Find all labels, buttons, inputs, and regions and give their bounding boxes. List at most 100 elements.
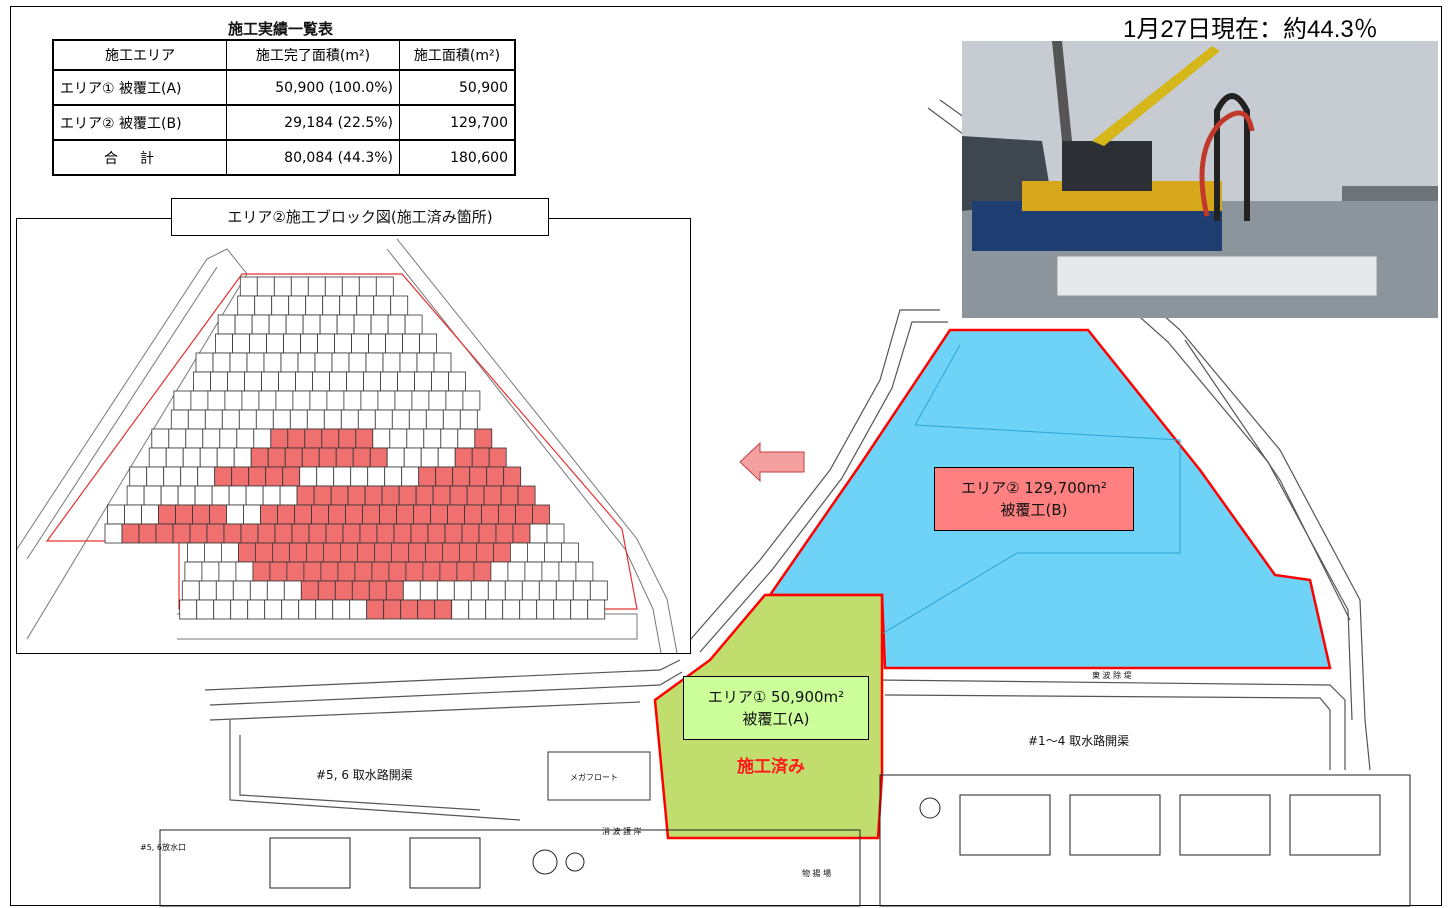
block xyxy=(235,561,254,582)
block xyxy=(292,390,311,411)
block xyxy=(445,390,464,411)
completed-block xyxy=(270,428,289,449)
block xyxy=(261,371,279,392)
block xyxy=(462,390,481,411)
block xyxy=(402,580,421,601)
block xyxy=(146,466,165,487)
block xyxy=(186,542,205,563)
block xyxy=(283,333,302,354)
block xyxy=(251,314,270,335)
block xyxy=(197,466,216,487)
block xyxy=(245,485,264,506)
block xyxy=(356,295,375,316)
block xyxy=(372,428,391,449)
block xyxy=(448,371,466,392)
block xyxy=(297,352,316,373)
completed-block xyxy=(424,542,443,563)
block xyxy=(224,390,243,411)
block xyxy=(404,314,423,335)
block xyxy=(312,371,330,392)
completed-block xyxy=(461,523,480,544)
completed-block xyxy=(301,447,320,468)
block xyxy=(558,561,577,582)
block xyxy=(202,428,221,449)
block xyxy=(126,485,145,506)
block xyxy=(195,352,214,373)
block xyxy=(246,352,265,373)
block xyxy=(221,409,240,430)
block xyxy=(229,352,248,373)
completed-block xyxy=(498,504,516,525)
summary-table: 施工エリア 施工完了面積(m²) 施工面積(m²) エリア① 被覆工(A) 50… xyxy=(52,39,516,176)
completed-block xyxy=(512,523,531,544)
completed-block xyxy=(318,447,337,468)
block xyxy=(374,409,393,430)
east-breakwater-label: 東 波 除 堤 xyxy=(1092,671,1132,680)
block xyxy=(124,504,142,525)
completed-block xyxy=(369,447,388,468)
completed-block xyxy=(515,504,533,525)
construction-photo xyxy=(962,41,1438,318)
block xyxy=(431,371,449,392)
block-grid xyxy=(17,238,678,653)
mega-float-label: メガフロート xyxy=(570,773,618,782)
block xyxy=(487,580,506,601)
block xyxy=(181,580,200,601)
block xyxy=(305,295,324,316)
block xyxy=(529,523,548,544)
block xyxy=(394,390,413,411)
table-row: エリア① 被覆工(A) 50,900 (100.0%) 50,900 xyxy=(52,69,516,106)
block xyxy=(373,295,392,316)
block xyxy=(538,580,557,601)
block xyxy=(280,352,299,373)
block xyxy=(346,371,364,392)
block xyxy=(201,561,220,582)
completed-block xyxy=(321,428,340,449)
block xyxy=(262,485,281,506)
block xyxy=(226,504,244,525)
completed-block xyxy=(248,466,267,487)
block xyxy=(341,276,360,297)
completed-block xyxy=(500,485,519,506)
yard-label: 物 揚 場 xyxy=(802,869,832,878)
block xyxy=(187,409,206,430)
block xyxy=(399,352,418,373)
completed-block xyxy=(398,485,417,506)
completed-block xyxy=(405,561,424,582)
block xyxy=(182,447,201,468)
completed-block xyxy=(214,466,233,487)
block xyxy=(241,390,260,411)
block xyxy=(163,466,182,487)
block xyxy=(198,580,217,601)
block xyxy=(281,599,300,620)
completed-block xyxy=(481,504,499,525)
block xyxy=(213,599,232,620)
completed-block xyxy=(189,523,208,544)
block xyxy=(185,428,204,449)
completed-block xyxy=(231,466,250,487)
block xyxy=(212,352,231,373)
block xyxy=(390,295,409,316)
completed-block xyxy=(393,523,412,544)
completed-block xyxy=(291,523,310,544)
block xyxy=(148,447,167,468)
block xyxy=(243,504,261,525)
completed-block xyxy=(381,485,400,506)
block xyxy=(561,542,579,563)
block xyxy=(519,599,538,620)
block xyxy=(170,409,189,430)
block xyxy=(230,599,249,620)
block xyxy=(408,409,427,430)
block xyxy=(349,599,368,620)
block xyxy=(307,276,326,297)
block xyxy=(273,276,292,297)
completed-block xyxy=(373,542,392,563)
block xyxy=(207,390,226,411)
block xyxy=(326,390,345,411)
completed-block xyxy=(338,428,357,449)
block xyxy=(319,314,338,335)
block xyxy=(210,371,228,392)
intake-1-4-label: #1～4 取水路開渠 xyxy=(1028,734,1130,748)
row-done: 50,900 (100.0%) xyxy=(226,69,400,106)
completed-label: 施工済み xyxy=(737,757,805,777)
